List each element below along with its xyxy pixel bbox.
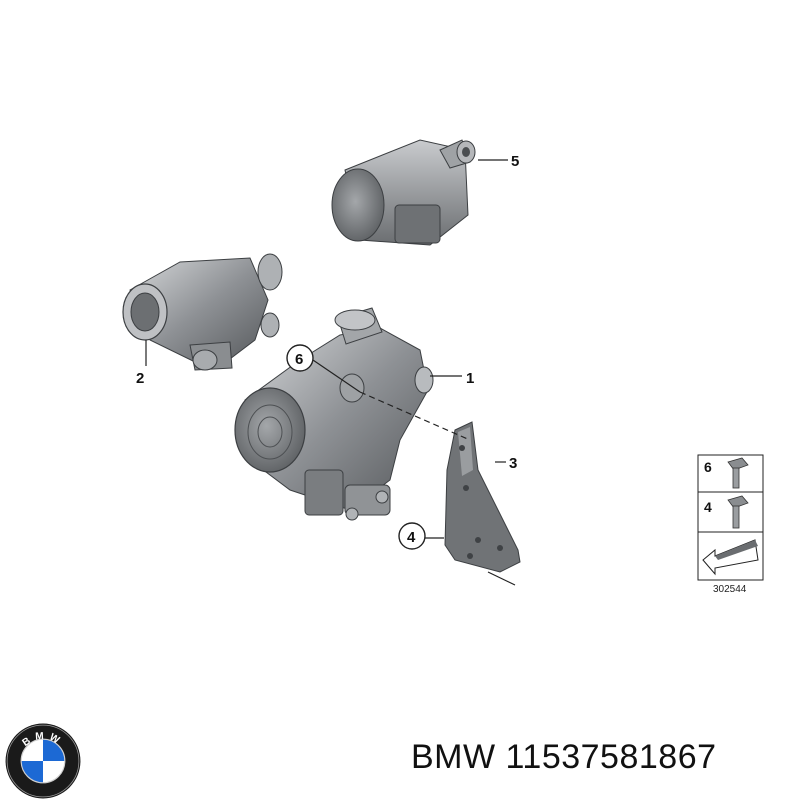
thermostat-housing <box>122 253 283 371</box>
callout-4: 4 <box>407 529 416 546</box>
legend-item-top: 6 <box>704 459 712 475</box>
legend-item-bottom: 4 <box>704 499 712 515</box>
callout-6-circle <box>286 344 314 372</box>
arrow-icon <box>702 539 759 576</box>
callout-4-circle <box>398 522 426 550</box>
callout-3: 3 <box>509 455 517 472</box>
bracket <box>444 421 521 573</box>
callout-6: 6 <box>295 351 303 368</box>
leader-lines <box>145 159 516 586</box>
auxiliary-water-pump <box>331 139 476 246</box>
bmw-logo: BMW <box>5 723 81 799</box>
callout-2: 2 <box>136 370 144 387</box>
bolt-4-icon <box>727 495 749 529</box>
main-coolant-pump <box>234 307 434 521</box>
bolt-6-icon <box>727 457 749 489</box>
callout-1: 1 <box>466 370 474 387</box>
fastener-legend: 6 4 <box>697 454 764 581</box>
part-number-caption: BMW 11537581867 <box>411 738 717 776</box>
callout-5: 5 <box>511 153 519 170</box>
diagram-reference-number: 302544 <box>713 584 747 595</box>
